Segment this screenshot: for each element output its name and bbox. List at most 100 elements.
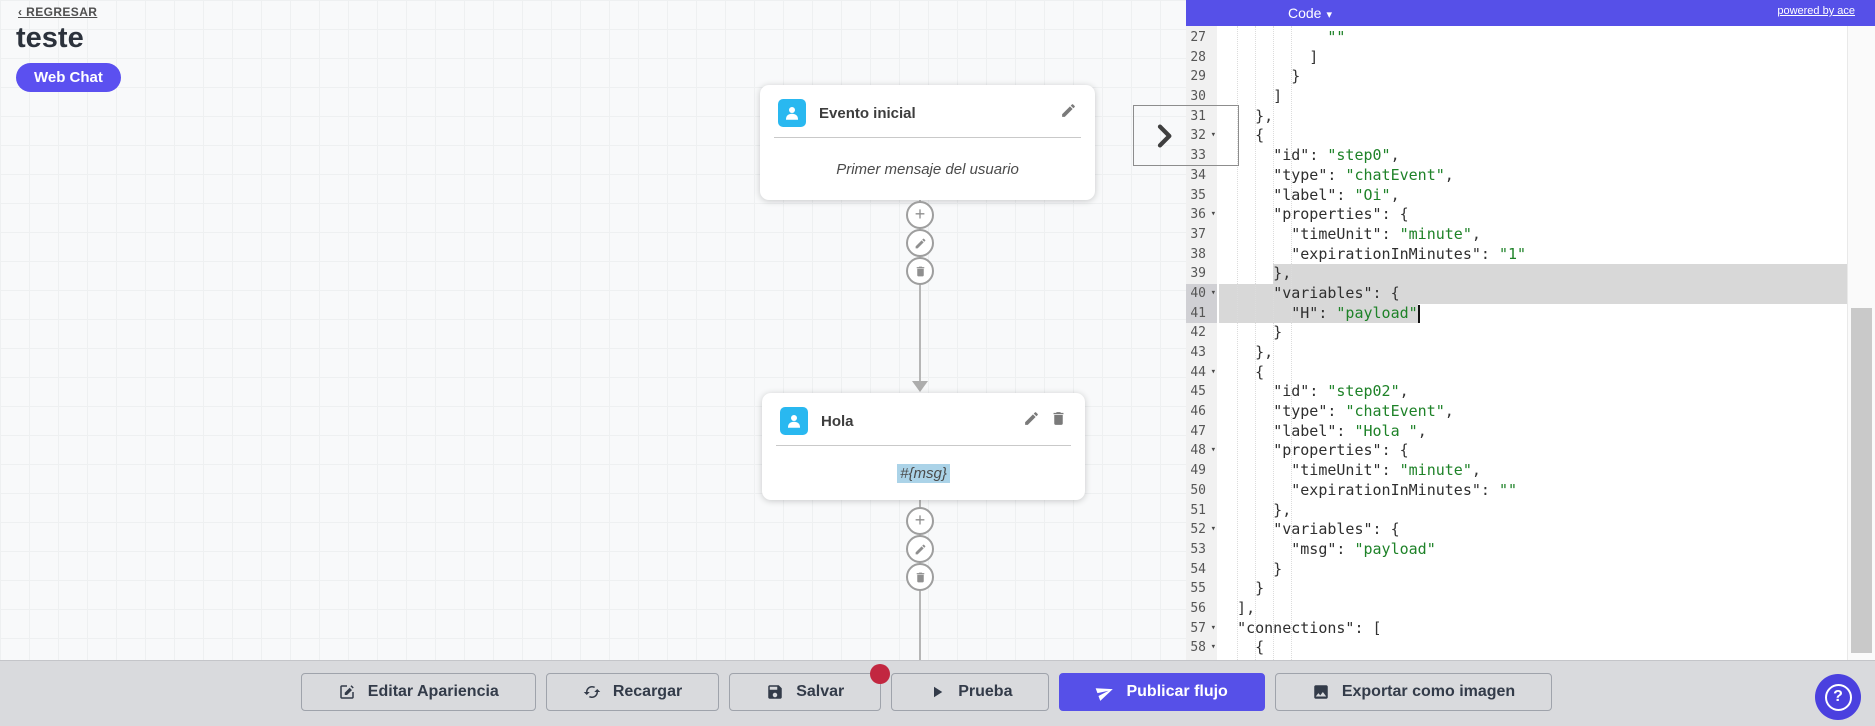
code-line[interactable]: 28 ] (1186, 48, 1875, 68)
code-line[interactable]: 37 "timeUnit": "minute", (1186, 225, 1875, 245)
fold-arrow-icon[interactable]: ▾ (1210, 366, 1216, 377)
publicar-flujo-button[interactable]: Publicar flujo (1059, 673, 1265, 711)
gutter-line-number[interactable]: 55 (1190, 581, 1206, 597)
delete-connection-button[interactable] (906, 257, 934, 285)
code-line[interactable]: 55 } (1186, 579, 1875, 599)
help-button[interactable]: ? (1815, 674, 1861, 720)
gutter-line-number[interactable]: 51 (1190, 502, 1206, 518)
gutter-line-number[interactable]: 53 (1190, 541, 1206, 557)
code-editor-rows[interactable]: 27 ""28 ]29 }30 ]31 },32▾ {33 "id": "ste… (1186, 28, 1875, 658)
gutter-line-number[interactable]: 40▾ (1186, 283, 1217, 304)
gutter-line-number[interactable]: 48▾ (1186, 441, 1217, 461)
gutter-line-number[interactable]: 31 (1190, 108, 1206, 124)
code-line[interactable]: 42 } (1186, 323, 1875, 343)
gutter-line-number[interactable]: 58▾ (1186, 638, 1217, 658)
code-line[interactable]: 32▾ { (1186, 126, 1875, 146)
code-line[interactable]: 39 }, (1186, 264, 1875, 284)
fold-arrow-icon[interactable]: ▾ (1210, 445, 1216, 456)
code-line[interactable]: 54 } (1186, 560, 1875, 580)
code-line[interactable]: 40▾ "variables": { (1186, 283, 1875, 304)
code-line[interactable]: 47 "label": "Hola ", (1186, 422, 1875, 442)
gutter-line-number[interactable]: 57▾ (1186, 619, 1217, 639)
fold-arrow-icon[interactable]: ▾ (1210, 209, 1216, 220)
code-line[interactable]: 53 "msg": "payload" (1186, 540, 1875, 560)
editor-scrollbar-thumb[interactable] (1851, 308, 1872, 653)
prueba-button[interactable]: Prueba (891, 673, 1050, 711)
gutter-line-number[interactable]: 42 (1190, 325, 1206, 341)
salvar-button[interactable]: Salvar (729, 664, 891, 711)
code-line[interactable]: 52▾ "variables": { (1186, 520, 1875, 540)
gutter-line-number[interactable]: 41 (1186, 303, 1217, 324)
gutter-line-number[interactable]: 47 (1190, 423, 1206, 439)
code-line[interactable]: 33 "id": "step0", (1186, 146, 1875, 166)
gutter-line-number[interactable]: 34 (1190, 167, 1206, 183)
fold-arrow-icon[interactable]: ▾ (1210, 642, 1216, 653)
add-step-button[interactable]: + (906, 201, 934, 229)
edit-connection-button[interactable] (906, 535, 934, 563)
editar-apariencia-button[interactable]: Editar Apariencia (300, 673, 536, 711)
gutter-line-number[interactable]: 28 (1190, 49, 1206, 65)
code-line[interactable]: 29 } (1186, 67, 1875, 87)
button-label: Salvar (796, 683, 845, 700)
fold-arrow-icon[interactable]: ▾ (1210, 622, 1216, 633)
code-line[interactable]: 48▾ "properties": { (1186, 441, 1875, 461)
edit-node-button[interactable] (1060, 102, 1077, 124)
code-line[interactable]: 56 ], (1186, 599, 1875, 619)
code-line[interactable]: 45 "id": "step02", (1186, 382, 1875, 402)
code-mode-dropdown[interactable]: Code▾ (1288, 5, 1332, 21)
collapse-code-panel-button[interactable] (1133, 105, 1239, 166)
gutter-line-number[interactable]: 44▾ (1186, 363, 1217, 383)
fold-arrow-icon[interactable]: ▾ (1210, 524, 1216, 535)
code-line[interactable]: 35 "label": "Oi", (1186, 186, 1875, 206)
gutter-line-number[interactable]: 50 (1190, 482, 1206, 498)
powered-by-ace-link[interactable]: powered by ace (1777, 5, 1855, 17)
code-line[interactable]: 49 "timeUnit": "minute", (1186, 461, 1875, 481)
code-line[interactable]: 27 "" (1186, 28, 1875, 48)
node-hola[interactable]: Hola #{msg} (762, 393, 1085, 500)
exportar-como-imagen-button[interactable]: Exportar como imagen (1274, 673, 1553, 711)
fold-arrow-icon[interactable]: ▾ (1210, 287, 1216, 298)
edit-connection-button[interactable] (906, 229, 934, 257)
code-line[interactable]: 31 }, (1186, 107, 1875, 127)
gutter-line-number[interactable]: 36▾ (1186, 205, 1217, 225)
code-line[interactable]: 41 "H": "payload" (1186, 303, 1875, 324)
code-line[interactable]: 50 "expirationInMinutes": "" (1186, 481, 1875, 501)
gutter-line-number[interactable]: 52▾ (1186, 520, 1217, 540)
code-line[interactable]: 38 "expirationInMinutes": "1" (1186, 245, 1875, 265)
code-line[interactable]: 58▾ { (1186, 638, 1875, 658)
recargar-button[interactable]: Recargar (545, 673, 720, 711)
code-line[interactable]: 43 }, (1186, 343, 1875, 363)
gutter-line-number[interactable]: 37 (1190, 226, 1206, 242)
gutter-line-number[interactable]: 45 (1190, 384, 1206, 400)
gutter-line-number[interactable]: 29 (1190, 69, 1206, 85)
code-line[interactable]: 36▾ "properties": { (1186, 205, 1875, 225)
gutter-line-number[interactable]: 54 (1190, 561, 1206, 577)
code-line[interactable]: 34 "type": "chatEvent", (1186, 166, 1875, 186)
code-line[interactable]: 30 ] (1186, 87, 1875, 107)
add-step-button[interactable]: + (906, 507, 934, 535)
gutter-line-number[interactable]: 27 (1190, 30, 1206, 45)
gutter-line-number[interactable]: 43 (1190, 345, 1206, 360)
code-line[interactable]: 57▾ "connections": [ (1186, 619, 1875, 639)
gutter-line-number[interactable]: 56 (1190, 600, 1206, 616)
gutter-line-number[interactable]: 33 (1190, 148, 1206, 164)
gutter-line-number[interactable]: 30 (1190, 89, 1206, 105)
code-line[interactable]: 46 "type": "chatEvent", (1186, 402, 1875, 422)
gutter-line-number[interactable]: 46 (1190, 404, 1206, 420)
code-line[interactable]: 44▾ { (1186, 363, 1875, 383)
code-line[interactable]: 51 }, (1186, 501, 1875, 521)
back-link[interactable]: ‹ REGRESAR (18, 5, 98, 19)
delete-connection-button[interactable] (906, 563, 934, 591)
gutter-line-number[interactable]: 38 (1190, 246, 1206, 262)
text-selection (1273, 264, 1848, 284)
fold-arrow-icon[interactable]: ▾ (1210, 130, 1216, 141)
node-evento-inicial[interactable]: Evento inicial Primer mensaje del usuari… (760, 85, 1095, 200)
gutter-line-number[interactable]: 39 (1190, 266, 1206, 282)
gutter-line-number[interactable]: 49 (1190, 463, 1206, 479)
gutter-line-number[interactable]: 35 (1190, 187, 1206, 203)
save-icon (766, 683, 784, 701)
gutter-line-number[interactable]: 32▾ (1186, 126, 1217, 146)
edit-node-button[interactable] (1023, 410, 1040, 432)
delete-node-button[interactable] (1050, 410, 1067, 432)
